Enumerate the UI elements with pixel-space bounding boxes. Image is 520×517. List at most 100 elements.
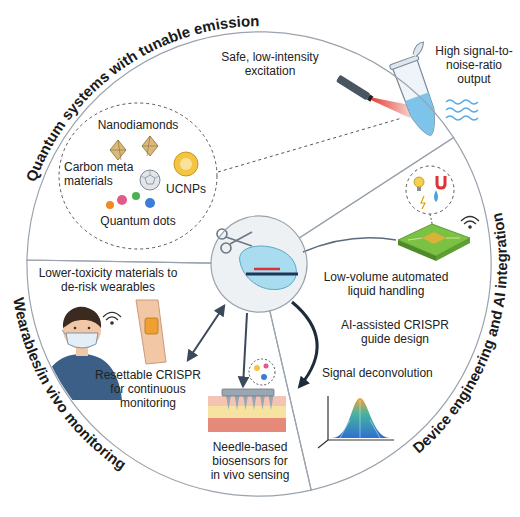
annotation-label: Quantum dots <box>58 214 218 228</box>
person-figure <box>88 327 91 330</box>
wireless-symbol <box>461 217 479 229</box>
skin-with-microneedles <box>208 389 286 432</box>
skin-with-microneedles <box>208 418 286 432</box>
quantum-dot-icon <box>117 195 127 205</box>
biosensor-inset <box>261 374 267 380</box>
microneedle <box>226 395 231 410</box>
nanodiamond-icon <box>118 140 121 160</box>
crispr-complex <box>240 246 298 290</box>
emission-waves <box>446 108 478 112</box>
crispr-complex <box>246 273 298 276</box>
biosensor-inset <box>264 364 269 369</box>
microfluidic-chip <box>422 232 446 244</box>
dashed-leader <box>218 118 402 172</box>
quantum-dot-icon <box>132 192 140 200</box>
wireless-symbol <box>111 322 113 324</box>
ucnp-icon <box>174 152 198 176</box>
annotation-label: Low-volume automated liquid handling <box>318 270 454 298</box>
annotation-label: Signal deconvolution <box>322 366 452 380</box>
quantum-dot-icon <box>106 201 114 209</box>
signal-plot <box>318 396 394 448</box>
zoom-inset <box>421 196 425 209</box>
fullerene-icon <box>140 170 160 190</box>
arm-with-patch <box>145 318 158 334</box>
ucnp-icon <box>174 152 198 176</box>
microneedle <box>252 395 257 410</box>
fullerene-icon <box>141 176 145 178</box>
background-disk <box>27 32 491 496</box>
emission-waves <box>446 100 478 104</box>
connector-line <box>303 238 396 252</box>
microneedle <box>243 395 248 410</box>
microfluidic-chip <box>408 238 422 240</box>
pipeline-arrow <box>292 302 317 386</box>
skin-with-microneedles <box>226 395 274 410</box>
microneedle <box>260 395 265 410</box>
quantum-dot-icon <box>145 198 155 208</box>
crispr-complex <box>240 246 297 290</box>
annotation-label: Resettable CRISPR for continuous monitor… <box>92 368 204 410</box>
annotation-label: Lower-toxicity materials to de-risk wear… <box>38 266 178 294</box>
emission-waves <box>446 116 478 120</box>
signal-plot <box>340 400 380 438</box>
crispr-complex <box>254 268 280 271</box>
signal-plot <box>328 396 394 440</box>
signal-plot <box>318 440 328 448</box>
arm-with-patch <box>136 300 166 364</box>
zoom-inset <box>406 166 454 214</box>
annotation-label: UCNPs <box>164 182 208 196</box>
dashed-circle <box>59 103 217 249</box>
microneedle <box>269 395 274 410</box>
annotation-label: Nanodiamonds <box>58 118 218 132</box>
person-figure <box>66 333 98 348</box>
arm-with-patch <box>136 300 166 364</box>
sector-border <box>27 260 311 496</box>
sample-tube <box>405 92 442 139</box>
annotation-label: Needle-based biosensors for in vivo sens… <box>207 440 293 482</box>
wireless-symbol <box>103 313 121 325</box>
person-figure <box>62 330 66 335</box>
zoom-inset <box>406 166 454 214</box>
microfluidic-chip <box>398 224 470 256</box>
emission-waves <box>446 100 478 120</box>
nanodiamond-icon <box>142 146 158 147</box>
laser-pointer <box>336 75 374 103</box>
wireless-symbol <box>106 317 118 320</box>
wireless-symbol <box>103 313 121 318</box>
sector-title: Quantum systems with tunable emission <box>22 12 259 184</box>
sample-tube <box>393 59 443 139</box>
wireless-symbol <box>461 217 479 222</box>
annotation-label: AI-assisted CRISPR guide design <box>335 318 455 346</box>
wireless-symbol <box>469 226 471 228</box>
microneedle <box>235 395 240 410</box>
annotation-label: Carbon meta materials <box>64 160 136 188</box>
zoom-inset <box>417 187 421 191</box>
biosensor-inset <box>249 359 275 385</box>
scissors-icon <box>230 232 252 244</box>
biosensor-inset <box>249 359 275 385</box>
double-arrow <box>188 306 224 360</box>
nanodiamond-icon <box>142 136 158 156</box>
nanodiamond-icon <box>147 136 150 156</box>
material-group-circle: NanodiamondsCarbon meta materialsUCNPsQu… <box>58 102 218 250</box>
skin-with-microneedles <box>208 406 286 418</box>
ucnp-icon <box>180 158 192 170</box>
person-figure <box>63 307 101 328</box>
microfluidic-chip <box>446 238 460 239</box>
sample-tube <box>389 55 419 70</box>
annotation-label: Safe, low-intensity excitation <box>210 50 330 78</box>
zoom-inset <box>414 177 424 187</box>
scissors-icon <box>221 243 231 253</box>
arrow <box>243 313 247 386</box>
nanodiamond-icon <box>110 150 126 151</box>
zoom-inset <box>437 176 445 188</box>
microfluidic-chip <box>398 224 470 261</box>
laser-beam <box>372 98 410 119</box>
zoom-inset <box>434 190 438 202</box>
nanodiamond-icon <box>110 140 126 160</box>
fullerene-icon <box>140 170 160 190</box>
wireless-symbol <box>464 221 476 224</box>
signal-plot <box>332 398 390 438</box>
nanodiamond-icon <box>110 136 158 160</box>
